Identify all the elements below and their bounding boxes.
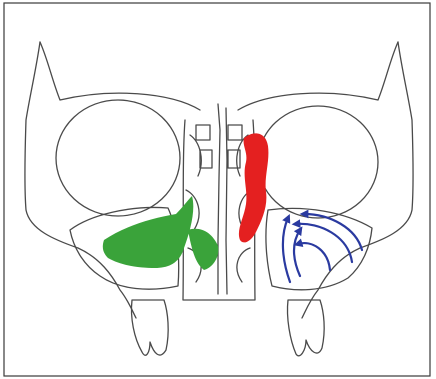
airflow-arrows: [283, 214, 362, 282]
nasal-septum: [218, 104, 227, 294]
airflow-arrow-2: [294, 230, 300, 276]
figure-frame: [4, 3, 430, 376]
airflow-arrow-4: [298, 243, 330, 270]
right-tooth: [287, 300, 324, 356]
frontal-contour: [40, 42, 398, 110]
airflow-arrow-1: [283, 218, 290, 282]
right-orbit: [258, 106, 378, 218]
left-tooth: [131, 300, 168, 355]
left-orbit: [56, 100, 180, 216]
red-highlight-region: [239, 133, 269, 242]
